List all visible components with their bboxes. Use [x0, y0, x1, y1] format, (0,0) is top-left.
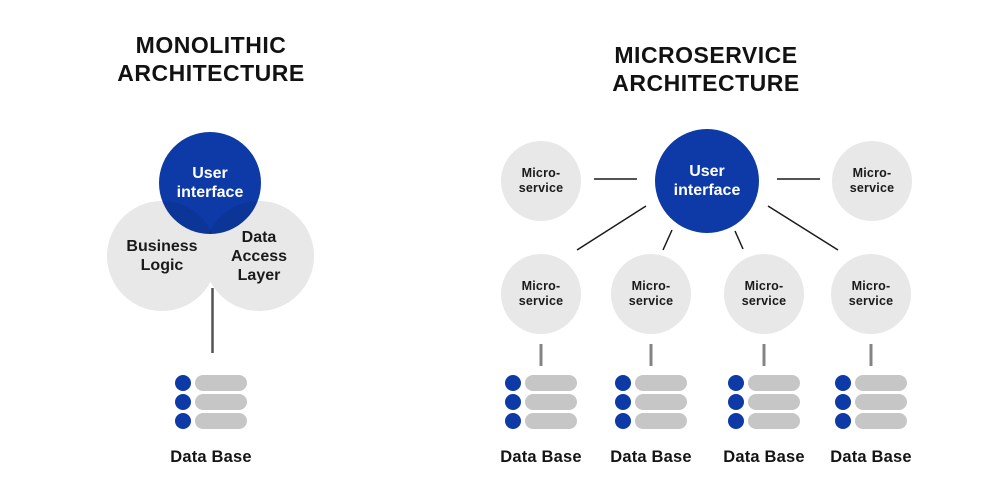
database-row [728, 413, 800, 429]
db-dot-icon [835, 375, 851, 391]
microservice-circle-side-right: Micro- service [832, 141, 912, 221]
db-bar-shape [855, 413, 907, 429]
microservice-circle-bottom-2: Micro- service [611, 254, 691, 334]
database-label-service-1: Data Base [500, 448, 582, 466]
monolithic-title: MONOLITHIC ARCHITECTURE [117, 32, 305, 86]
user-interface-label-monolith: User interface [176, 165, 244, 201]
db-dot-icon [728, 375, 744, 391]
microservice-label: Micro- service [849, 166, 895, 195]
connector-line-bottom-1 [576, 205, 647, 251]
database-label-service-3: Data Base [723, 448, 805, 466]
db-bar-shape [635, 375, 687, 391]
db-bar-shape [195, 375, 247, 391]
db-bar-shape [748, 375, 800, 391]
database-row [505, 413, 577, 429]
microservice-label: Micro- service [741, 279, 787, 308]
database-icon [615, 375, 687, 429]
db-bar-shape [748, 413, 800, 429]
database-row [175, 413, 247, 429]
db-bar-shape [195, 394, 247, 410]
database-label-service-4: Data Base [830, 448, 912, 466]
database-icon [175, 375, 247, 429]
database-row [175, 394, 247, 410]
db-dot-icon [505, 394, 521, 410]
connector-line-bottom-3 [734, 230, 744, 250]
database-icon [505, 375, 577, 429]
database-row [728, 375, 800, 391]
db-dot-icon [505, 413, 521, 429]
microservice-title: MICROSERVICE ARCHITECTURE [612, 42, 800, 96]
microservice-circle-bottom-4: Micro- service [831, 254, 911, 334]
database-label-service-2: Data Base [610, 448, 692, 466]
microservice-label: Micro- service [518, 166, 564, 195]
user-interface-circle-monolith: User interface [159, 132, 261, 234]
db-bar-shape [525, 413, 577, 429]
database-row [615, 375, 687, 391]
database-row [615, 394, 687, 410]
db-dot-icon [728, 413, 744, 429]
database-icon [835, 375, 907, 429]
db-bar-shape [855, 394, 907, 410]
db-bar-shape [635, 413, 687, 429]
db-dot-icon [175, 413, 191, 429]
db-dot-icon [615, 394, 631, 410]
db-dot-icon [615, 375, 631, 391]
db-dot-icon [615, 413, 631, 429]
data-access-layer-label: Data Access Layer [230, 228, 288, 284]
database-label-monolith: Data Base [170, 448, 252, 466]
db-bar-shape [748, 394, 800, 410]
microservice-circle-side-left: Micro- service [501, 141, 581, 221]
db-bar-shape [635, 394, 687, 410]
db-bar-shape [525, 394, 577, 410]
db-dot-icon [505, 375, 521, 391]
microservice-label: Micro- service [628, 279, 674, 308]
db-dot-icon [728, 394, 744, 410]
database-row [835, 375, 907, 391]
db-dot-icon [835, 413, 851, 429]
db-dot-icon [835, 394, 851, 410]
user-interface-label-microservice: User interface [673, 163, 741, 199]
database-row [505, 375, 577, 391]
microservice-label: Micro- service [518, 279, 564, 308]
database-icon [728, 375, 800, 429]
connector-line-bottom-4 [767, 205, 839, 251]
db-dot-icon [175, 394, 191, 410]
db-bar-shape [855, 375, 907, 391]
microservice-circle-bottom-3: Micro- service [724, 254, 804, 334]
user-interface-circle-microservice: User interface [655, 129, 759, 233]
db-dot-icon [175, 375, 191, 391]
database-row [505, 394, 577, 410]
microservice-circle-bottom-1: Micro- service [501, 254, 581, 334]
database-row [835, 413, 907, 429]
database-row [835, 394, 907, 410]
db-bar-shape [195, 413, 247, 429]
business-logic-label: Business Logic [126, 238, 198, 274]
database-row [615, 413, 687, 429]
db-bar-shape [525, 375, 577, 391]
database-row [175, 375, 247, 391]
connector-line-bottom-2 [662, 229, 673, 251]
microservice-label: Micro- service [848, 279, 894, 308]
database-row [728, 394, 800, 410]
